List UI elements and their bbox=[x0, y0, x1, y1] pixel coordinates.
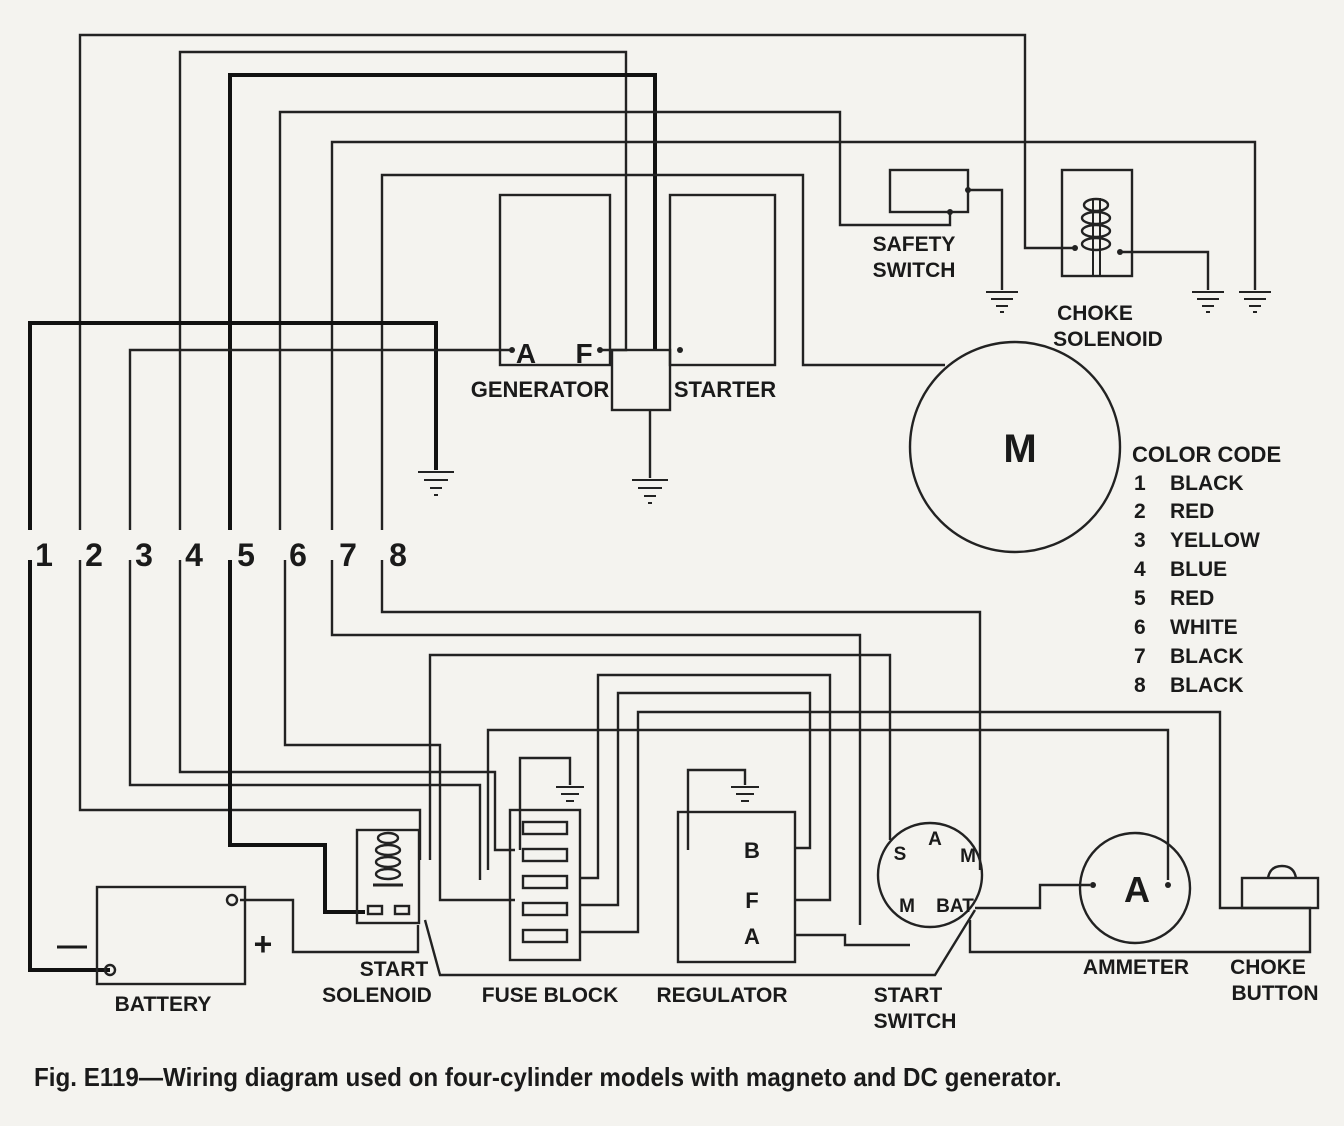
generator-body bbox=[498, 193, 612, 367]
wire-number: 7 bbox=[339, 537, 357, 573]
safety-switch-label: SAFETY bbox=[873, 233, 956, 256]
battery-label: BATTERY bbox=[115, 993, 212, 1016]
color-code-color: YELLOW bbox=[1170, 529, 1260, 552]
fuse-block-body bbox=[508, 808, 582, 962]
ground-icon bbox=[1192, 291, 1224, 313]
color-code-num: 2 bbox=[1134, 500, 1146, 523]
battery-negative-terminal bbox=[103, 963, 117, 977]
start-switch-terminal-m-top: M bbox=[960, 846, 976, 867]
start-switch-terminal-s: S bbox=[894, 844, 907, 865]
start-solenoid-label: START bbox=[360, 958, 429, 981]
color-code-color: WHITE bbox=[1170, 616, 1238, 639]
safety-switch-label: SWITCH bbox=[873, 259, 956, 282]
wire-number: 2 bbox=[85, 537, 103, 573]
start-switch-label: START bbox=[874, 984, 943, 1007]
ground-icon bbox=[418, 471, 454, 496]
color-code-color: RED bbox=[1170, 587, 1214, 610]
wire-number: 8 bbox=[389, 537, 407, 573]
color-code-num: 8 bbox=[1134, 674, 1146, 697]
ground-icon bbox=[556, 786, 584, 802]
figure-caption: Fig. E119—Wiring diagram used on four-cy… bbox=[34, 1062, 1062, 1092]
fuse-slot bbox=[521, 901, 569, 917]
regulator-terminal-a: A bbox=[744, 924, 760, 949]
magneto-label: M bbox=[1003, 427, 1036, 471]
choke-solenoid-label: SOLENOID bbox=[1053, 328, 1163, 351]
fuse-slot bbox=[521, 820, 569, 836]
regulator-terminal-b: B bbox=[744, 838, 760, 863]
start-switch-terminal-m-bottom: M bbox=[899, 896, 915, 917]
choke-button-label: BUTTON bbox=[1231, 982, 1318, 1005]
start-switch-terminal-a: A bbox=[928, 829, 942, 850]
upper-harness-wires bbox=[28, 33, 1257, 530]
choke-button-knob-icon bbox=[1266, 864, 1298, 879]
color-code-color: BLACK bbox=[1170, 674, 1244, 697]
choke-solenoid-label: CHOKE bbox=[1057, 302, 1133, 325]
wire-number: 4 bbox=[185, 537, 203, 573]
wiring-diagram: M — + B F A S A M M BAT A bbox=[28, 33, 1320, 1033]
color-code-num: 3 bbox=[1134, 529, 1146, 552]
ground-icon bbox=[731, 786, 759, 802]
color-code-legend: COLOR CODE 1 BLACK 2 RED 3 YELLOW 4 BLUE… bbox=[1132, 442, 1281, 697]
color-code-color: RED bbox=[1170, 500, 1214, 523]
color-code-color: BLACK bbox=[1170, 472, 1244, 495]
safety-switch-body bbox=[888, 168, 970, 214]
wire-number: 1 bbox=[35, 537, 53, 573]
ground-icon bbox=[1239, 291, 1271, 313]
wire-number-row: 1 2 3 4 5 6 7 8 bbox=[35, 537, 407, 573]
choke-button-body bbox=[1240, 876, 1320, 910]
choke-solenoid-body bbox=[1060, 168, 1134, 278]
color-code-color: BLUE bbox=[1170, 558, 1227, 581]
lower-harness-wires bbox=[28, 560, 1312, 977]
color-code-num: 1 bbox=[1134, 472, 1146, 495]
color-code-num: 4 bbox=[1134, 558, 1146, 581]
battery-positive-terminal bbox=[225, 893, 239, 907]
fuse-block-label: FUSE BLOCK bbox=[482, 984, 619, 1007]
ground-icon bbox=[986, 291, 1018, 313]
regulator-label: REGULATOR bbox=[656, 984, 787, 1007]
start-solenoid-body bbox=[355, 828, 421, 925]
ground-icon bbox=[632, 479, 668, 504]
start-switch-circle bbox=[876, 821, 984, 929]
choke-solenoid-coil-icon bbox=[1080, 197, 1112, 275]
starter-body bbox=[668, 193, 777, 367]
color-code-color: BLACK bbox=[1170, 645, 1244, 668]
start-switch-terminal-bat: BAT bbox=[936, 896, 974, 917]
regulator-body bbox=[676, 810, 797, 964]
start-switch-label: SWITCH bbox=[874, 1010, 957, 1033]
battery-negative-sign: — bbox=[57, 929, 87, 962]
fuse-slot bbox=[521, 928, 569, 944]
battery-positive-sign: + bbox=[254, 926, 273, 962]
ammeter-label: AMMETER bbox=[1083, 956, 1189, 979]
fuse-slot bbox=[521, 874, 569, 890]
generator-terminal-f: F bbox=[575, 338, 592, 369]
choke-button-label: CHOKE bbox=[1230, 956, 1306, 979]
wire-number: 5 bbox=[237, 537, 255, 573]
regulator-terminal-f: F bbox=[745, 888, 758, 913]
magneto-circle bbox=[908, 340, 1122, 554]
starter-label: STARTER bbox=[674, 377, 776, 402]
fuse-slot bbox=[521, 847, 569, 863]
battery-body bbox=[95, 885, 247, 986]
color-code-title: COLOR CODE bbox=[1132, 442, 1281, 467]
ammeter-circle bbox=[1078, 831, 1192, 945]
color-code-num: 6 bbox=[1134, 616, 1146, 639]
color-code-num: 7 bbox=[1134, 645, 1146, 668]
ammeter-symbol: A bbox=[1124, 869, 1150, 910]
start-solenoid-coil-icon bbox=[366, 831, 411, 916]
wire-number: 3 bbox=[135, 537, 153, 573]
junction-block bbox=[610, 348, 672, 412]
generator-label: GENERATOR bbox=[471, 377, 610, 402]
color-code-num: 5 bbox=[1134, 587, 1146, 610]
wire-number: 6 bbox=[289, 537, 307, 573]
start-solenoid-label: SOLENOID bbox=[322, 984, 432, 1007]
generator-terminal-a: A bbox=[516, 338, 536, 369]
